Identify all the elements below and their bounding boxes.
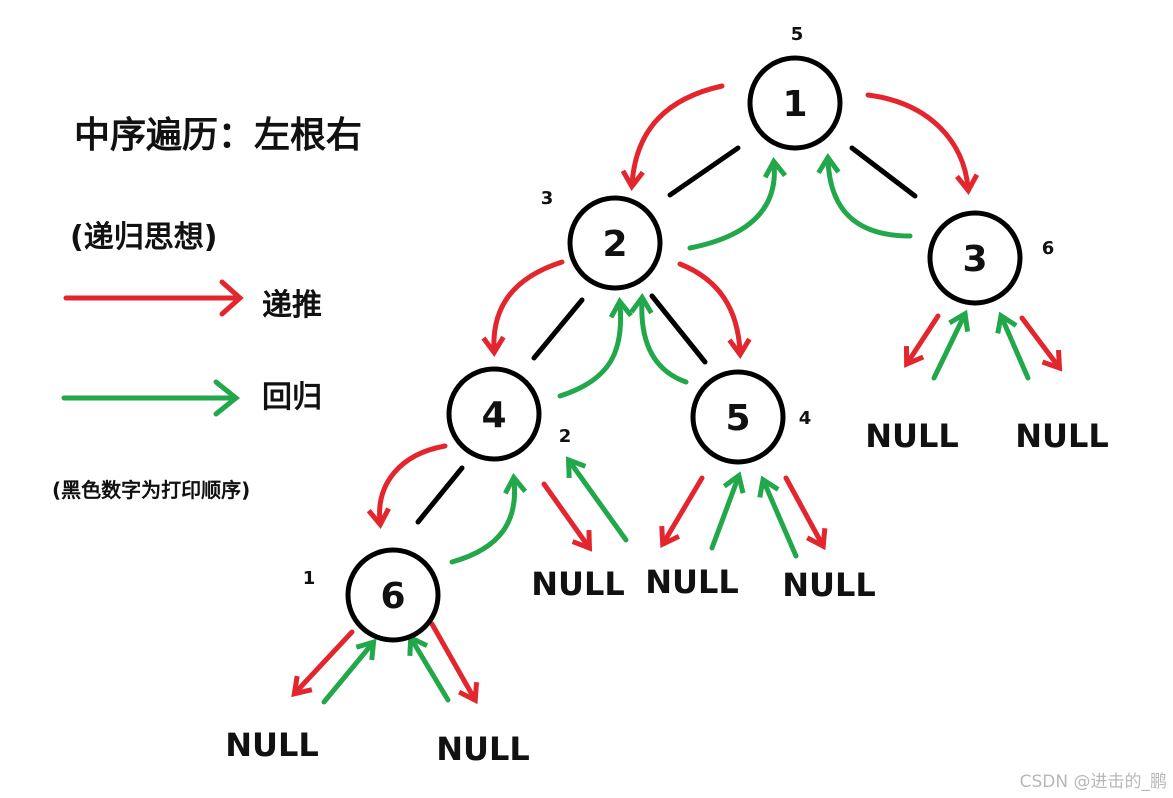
node-value: 3	[962, 239, 987, 280]
node-value: 6	[380, 576, 405, 617]
null-label: NULL	[225, 726, 319, 764]
recurse-arrow	[366, 443, 448, 529]
legend-return-label: 回归	[262, 380, 322, 415]
node-value: 4	[481, 395, 506, 436]
legend-recurse-label: 递推	[262, 288, 322, 323]
return-arrow	[407, 633, 451, 703]
tree-edge-2-4	[531, 297, 585, 361]
null-label: NULL	[531, 565, 625, 603]
tree-node-circle	[747, 55, 843, 151]
tree-node-circle	[927, 210, 1023, 306]
recurse-arrow	[429, 621, 480, 705]
null-label: NULL	[1015, 417, 1109, 455]
return-arrow	[931, 309, 971, 381]
print-order-number: 5	[791, 24, 804, 45]
diagram-title: 中序遍历：左根右	[74, 115, 363, 156]
tree-node-circle	[690, 369, 786, 465]
tree-edge-1-2	[667, 145, 741, 198]
print-order-number: 6	[1042, 238, 1055, 259]
recurse-arrow	[903, 313, 941, 368]
null-label: NULL	[645, 563, 739, 601]
legend-return-arrow	[61, 379, 241, 417]
recurse-arrow	[659, 475, 705, 549]
node-value: 1	[782, 84, 807, 125]
null-label: NULL	[782, 566, 876, 604]
recurse-arrow	[620, 83, 725, 191]
print-order-number: 1	[303, 568, 316, 589]
recurse-arrow	[783, 475, 828, 551]
legend-recurse-arrow	[63, 279, 244, 317]
return-arrow	[687, 157, 788, 251]
recurse-arrow	[677, 261, 752, 359]
return-arrow	[629, 293, 689, 385]
recurse-arrow	[541, 481, 593, 552]
tree-edge-2-5	[649, 293, 708, 365]
tree-node-circle	[345, 547, 441, 643]
return-arrow	[557, 297, 633, 399]
null-label: NULL	[436, 730, 530, 768]
return-arrow	[565, 456, 629, 543]
tree-node-circle	[567, 195, 663, 291]
return-arrow	[995, 311, 1031, 381]
return-arrow	[757, 475, 799, 559]
diagram-subtitle: (递归思想)	[70, 220, 218, 255]
return-arrow	[321, 638, 377, 705]
print-order-number: 3	[541, 188, 554, 209]
node-value: 5	[725, 398, 750, 439]
null-label: NULL	[865, 417, 959, 455]
return-arrow	[709, 471, 746, 551]
node-value: 2	[602, 224, 627, 265]
recurse-arrow	[481, 259, 565, 357]
recurse-arrow	[865, 92, 980, 195]
print-order-number: 4	[799, 408, 812, 429]
print-order-note: (黑色数字为打印顺序)	[52, 478, 251, 502]
tree-edge-4-6	[415, 465, 465, 525]
print-order-number: 2	[559, 426, 572, 447]
tree-edge-1-3	[849, 145, 918, 199]
recurse-arrow	[1019, 315, 1063, 372]
return-arrow	[816, 152, 913, 239]
tree-node-circle	[446, 366, 542, 462]
watermark: CSDN @进击的_鹏	[1019, 772, 1167, 792]
return-arrow	[449, 473, 528, 565]
recurse-arrow	[291, 629, 355, 698]
